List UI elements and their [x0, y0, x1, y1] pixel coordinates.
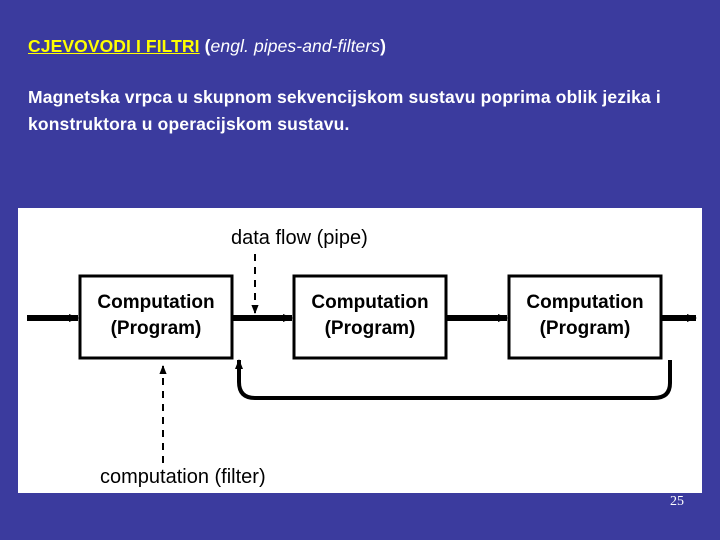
process-box-3: [507, 274, 663, 360]
title-paren-close: ): [380, 36, 387, 56]
process-box-1-line2: (Program): [111, 318, 202, 339]
title-english: engl. pipes-and-filters: [210, 36, 381, 56]
process-box-3-line1: Computation: [526, 292, 643, 313]
title-main: CJEVOVODI I FILTRI: [28, 36, 200, 56]
diagram-label-top-text: data flow (pipe): [231, 227, 368, 249]
feedback-loop: [235, 359, 672, 400]
page-title: CJEVOVODI I FILTRI (engl. pipes-and-filt…: [28, 36, 688, 57]
diagram-label-bottom-text: computation (filter): [100, 466, 266, 488]
diagram-image: data flow (pipe) Computation (Program) C…: [18, 208, 702, 493]
title-paren-open: (: [199, 36, 211, 56]
process-box-2-line1: Computation: [311, 292, 428, 313]
process-box-1: [78, 274, 234, 360]
process-box-2-line2: (Program): [325, 318, 416, 339]
slide-number: 25: [670, 494, 684, 509]
process-box-1-line1: Computation: [97, 292, 214, 313]
body-text: Magnetska vrpca u skupnom sekvencijskom …: [28, 87, 661, 135]
process-box-3-line2: (Program): [540, 318, 631, 339]
process-box-2: [292, 274, 448, 360]
